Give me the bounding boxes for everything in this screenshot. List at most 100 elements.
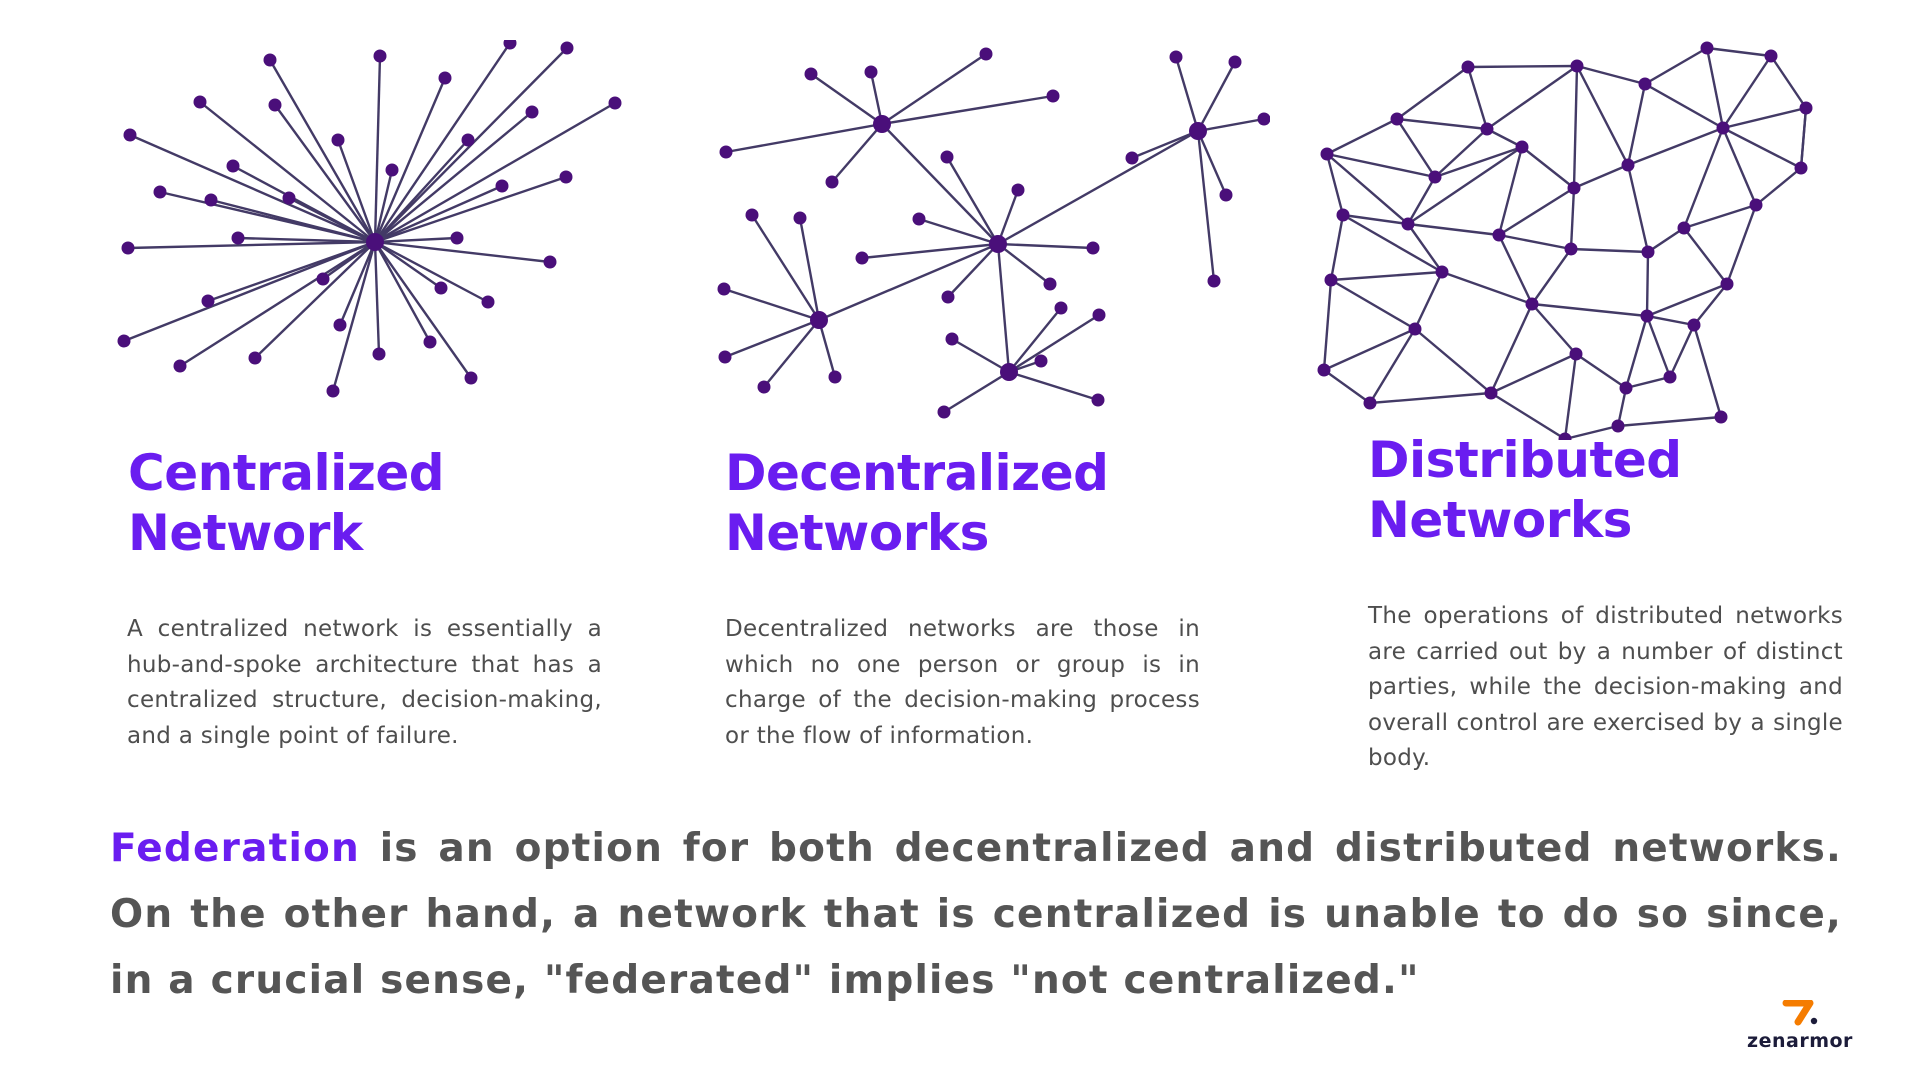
heading-line: Network [128, 504, 363, 562]
network-node [1086, 241, 1100, 255]
network-edge [1722, 55, 1772, 129]
network-edge [1576, 64, 1646, 86]
network-edge [1326, 117, 1398, 156]
network-edge [123, 240, 376, 343]
network-node [1207, 274, 1221, 288]
network-edge [1498, 233, 1572, 251]
network-nodes [1317, 41, 1813, 440]
network-node [912, 212, 926, 226]
network-node [331, 133, 345, 147]
decentralized-networks-description: Decentralized networks are those in whic… [725, 616, 1200, 749]
network-edge [1326, 153, 1409, 225]
network-edge [1531, 248, 1572, 305]
network-edge [1725, 204, 1758, 285]
network-edge [1008, 370, 1099, 402]
distributed-networks-heading: Distributed Networks [1368, 430, 1682, 550]
network-edge [997, 243, 1051, 285]
network-edge [861, 242, 999, 260]
network-node [1799, 101, 1813, 115]
network-edge [1722, 126, 1802, 170]
network-edge [1722, 106, 1807, 130]
network-node [1558, 432, 1572, 440]
network-edge [1330, 278, 1416, 331]
network-node [559, 170, 573, 184]
network-edge [996, 189, 1020, 245]
network-edge [1325, 153, 1345, 216]
network-node [1336, 208, 1350, 222]
network-edge [725, 122, 883, 154]
network-edge [1407, 146, 1523, 225]
network-node [719, 145, 733, 159]
network-node [1525, 297, 1539, 311]
network-edge [1625, 375, 1671, 390]
network-node [1435, 265, 1449, 279]
network-edge [1196, 130, 1228, 196]
network-edge [1575, 65, 1630, 166]
heading-line: Centralized [128, 444, 445, 502]
network-node [372, 347, 386, 361]
federation-statement-text: is an option for both decentralized and … [110, 826, 1842, 1003]
network-edge [817, 319, 837, 378]
network-node [945, 332, 959, 346]
network-edge [373, 241, 381, 355]
network-edge [1486, 65, 1578, 130]
network-edge [1531, 302, 1648, 318]
network-edge [1563, 353, 1578, 440]
network-edge [1414, 328, 1492, 394]
network-node [745, 208, 759, 222]
network-node [434, 281, 448, 295]
network-edge [724, 318, 820, 359]
network-edge [374, 184, 503, 244]
network-node [464, 371, 478, 385]
heading-line: Networks [1368, 491, 1632, 549]
network-edge [1489, 303, 1534, 394]
network-edge [1575, 353, 1627, 389]
network-node [153, 185, 167, 199]
network-edge [336, 139, 377, 243]
network-edge [996, 243, 1011, 373]
network-node [1569, 347, 1583, 361]
network-edge [1497, 146, 1524, 236]
network-node [1677, 221, 1691, 235]
network-node [333, 318, 347, 332]
network-edge [1174, 56, 1200, 132]
network-edge [1644, 46, 1708, 86]
network-edge [810, 73, 883, 125]
network-edge [338, 241, 377, 326]
decentralized-networks-heading: Decentralized Networks [725, 443, 1109, 563]
network-edge [1434, 145, 1523, 179]
network-node [1764, 49, 1778, 63]
network-node [1408, 322, 1422, 336]
federation-highlight: Federation [110, 826, 360, 871]
network-node [1043, 277, 1057, 291]
network-node [828, 370, 842, 384]
network-node [940, 150, 954, 164]
network-node [1428, 170, 1442, 184]
network-node [1324, 273, 1338, 287]
network-node [1640, 309, 1654, 323]
network-node [1638, 77, 1652, 91]
network-edge [1326, 152, 1436, 179]
network-node [326, 384, 340, 398]
network-edge [947, 243, 999, 298]
network-edge [1573, 163, 1629, 190]
network-edge [1407, 223, 1443, 273]
network-node [804, 67, 818, 81]
network-node [1054, 301, 1068, 315]
network-edge [881, 94, 1054, 126]
network-edge [331, 241, 377, 392]
network-node [123, 128, 137, 142]
network-edge [1497, 234, 1534, 305]
network-node [1619, 381, 1633, 395]
network-edge [1647, 227, 1685, 253]
network-edge [1569, 187, 1576, 250]
network-node [226, 159, 240, 173]
network-edge [750, 214, 821, 321]
network-node [793, 211, 807, 225]
network-node [231, 231, 245, 245]
network-node [438, 71, 452, 85]
network-edge [1407, 222, 1500, 237]
network-edge [1770, 55, 1807, 109]
network-edge [1706, 46, 1772, 58]
network-node [1716, 121, 1730, 135]
